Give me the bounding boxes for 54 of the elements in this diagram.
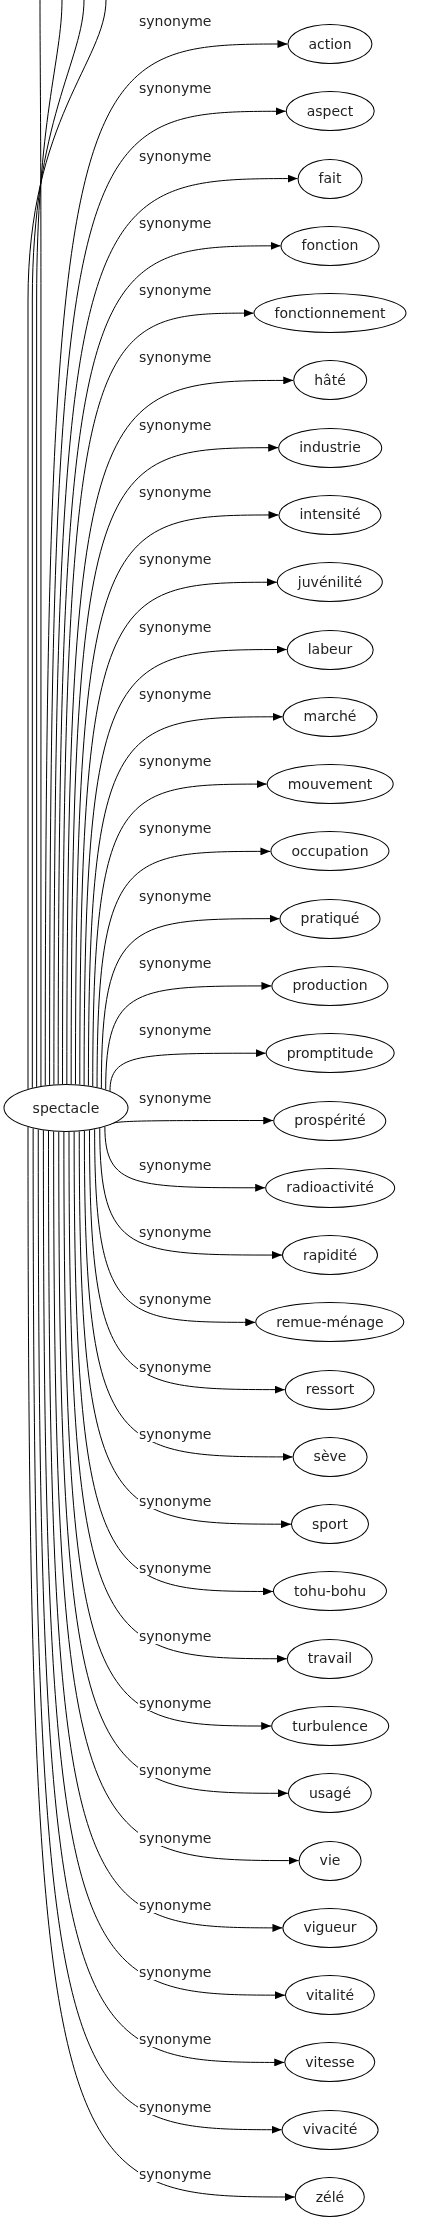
ellipse-node: spectacle: [3, 1084, 129, 1132]
ellipse-node: prospérité: [273, 1100, 387, 1141]
arrow: [100, 914, 280, 1089]
arrow: [96, 847, 271, 1088]
ellipse-node: zélé: [294, 2177, 366, 2217]
arrow: [104, 1126, 266, 1192]
ellipse-node: rapidité: [282, 1235, 378, 1276]
ellipse-node: labeur: [286, 629, 374, 670]
ellipse-node: occupation: [270, 831, 390, 872]
ellipse-node: vitesse: [284, 2042, 376, 2083]
ellipse-node: vivacité: [281, 2109, 379, 2150]
ellipse-node: travail: [286, 1638, 374, 1679]
ellipse-node: action: [287, 24, 373, 64]
arrow: [92, 780, 268, 1087]
ellipse-node: fonction: [280, 225, 380, 266]
arrow: [57, 241, 282, 1085]
arrow: [83, 1130, 294, 1461]
arrow: [83, 645, 288, 1086]
ellipse-node: mouvement: [266, 764, 394, 805]
ellipse-node: pratiqué: [279, 898, 381, 939]
ellipse-node: usagé: [287, 1773, 373, 1814]
ellipse-node: juvénilité: [276, 562, 384, 603]
ellipse-node: tohu-bohu: [272, 1571, 388, 1612]
ellipse-node: vigueur: [282, 1907, 378, 1948]
arrow: [53, 1131, 300, 1865]
ellipse-node: industrie: [278, 427, 382, 468]
ellipse-node: production: [271, 965, 389, 1006]
ellipse-node: promptitude: [265, 1033, 395, 1074]
ellipse-node: sport: [291, 1504, 369, 1545]
ellipse-node: marché: [282, 696, 378, 737]
arrow: [66, 376, 294, 1085]
edge-label: synonyme: [138, 1830, 213, 1846]
ellipse-node: vitalité: [284, 1975, 376, 2016]
ellipse-node: vie: [298, 1840, 362, 1881]
ellipse-node: intensité: [278, 494, 382, 535]
ellipse-node: turbulence: [271, 1706, 389, 1747]
arrow: [109, 1049, 267, 1092]
ellipse-node: hâté: [293, 360, 367, 401]
ellipse-node: sève: [292, 1436, 368, 1477]
ellipse-node: aspect: [285, 91, 375, 132]
arrow: [78, 1130, 292, 1529]
arrow: [105, 981, 272, 1090]
arrow: [58, 1131, 289, 1798]
ellipse-node: radioactivité: [265, 1167, 395, 1208]
arrow: [94, 1128, 256, 1327]
arrow: [68, 1131, 288, 1663]
arrow: [63, 1131, 272, 1730]
ellipse-node: remue-ménage: [255, 1302, 405, 1343]
arrow: [62, 309, 254, 1085]
arrow: [99, 1127, 283, 1260]
ellipse-node: fait: [297, 158, 363, 199]
ellipse-node: fonctionnement: [253, 293, 407, 334]
arrow: [73, 1131, 274, 1596]
ellipse-node: ressort: [284, 1369, 376, 1410]
